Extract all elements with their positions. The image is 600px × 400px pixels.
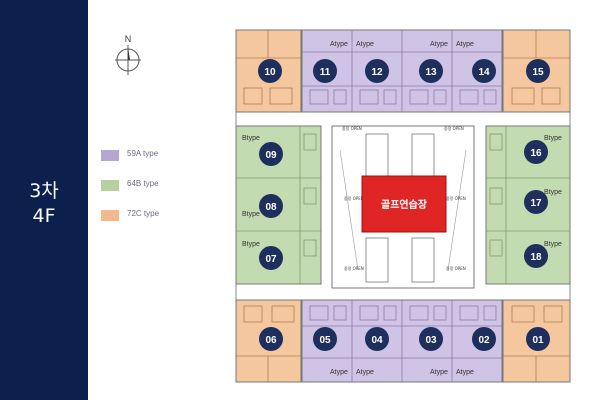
floor-label: 4F <box>32 205 56 227</box>
svg-text:10: 10 <box>264 67 276 78</box>
bottom-partitions <box>302 300 502 382</box>
type-label: Btype <box>544 135 562 142</box>
stair-core-bottom-right <box>411 237 435 283</box>
legend-label-72c: 72C type <box>127 209 160 218</box>
left-partitions <box>236 126 321 284</box>
compass-n-label: N <box>125 34 132 44</box>
svg-text:07: 07 <box>265 254 277 265</box>
svg-text:12: 12 <box>371 67 383 78</box>
type-label: Btype <box>242 241 260 248</box>
sidebar-panel: 3차 4F <box>0 0 88 400</box>
svg-text:16: 16 <box>530 148 542 159</box>
type-label: Atype <box>456 41 474 48</box>
open-label-left: 중정 OPEN <box>344 195 364 201</box>
legend-label-59a: 59A type <box>127 149 159 158</box>
type-label: Atype <box>356 41 374 48</box>
north-compass-icon: N <box>115 34 141 75</box>
open-label-right: 중정 OPEN <box>446 195 466 201</box>
open-label-bottom-right: 중정 OPEN <box>446 265 466 271</box>
type-label: Atype <box>456 369 474 376</box>
unit-badge-18[interactable]: 18 <box>524 244 548 268</box>
unit-badge-10[interactable]: 10 <box>258 59 282 83</box>
unit-badge-13[interactable]: 13 <box>419 59 443 83</box>
type-label: Btype <box>242 211 260 218</box>
svg-text:08: 08 <box>265 202 277 213</box>
type-label: Atype <box>430 41 448 48</box>
legend-swatch-orange <box>101 210 119 221</box>
unit-badge-01[interactable]: 01 <box>526 327 550 351</box>
svg-text:17: 17 <box>530 198 542 209</box>
type-label: Btype <box>242 135 260 142</box>
unit-badge-09[interactable]: 09 <box>259 142 283 166</box>
svg-text:06: 06 <box>265 335 277 346</box>
unit-badge-17[interactable]: 17 <box>524 190 548 214</box>
legend-swatch-green <box>101 180 119 191</box>
type-label: Atype <box>330 369 348 376</box>
unit-block-01 <box>502 299 571 383</box>
svg-text:13: 13 <box>425 67 437 78</box>
bottom-corner-partitions <box>236 305 570 382</box>
svg-text:05: 05 <box>319 335 331 346</box>
type-label: Atype <box>430 369 448 376</box>
type-label: Atype <box>330 41 348 48</box>
open-label-bottom-left: 중정 OPEN <box>344 265 364 271</box>
unit-badge-05[interactable]: 05 <box>313 327 337 351</box>
unit-badge-14[interactable]: 14 <box>472 59 496 83</box>
open-label-top: 중정 OPEN <box>342 125 362 131</box>
unit-badge-04[interactable]: 04 <box>365 327 389 351</box>
svg-text:04: 04 <box>371 335 383 346</box>
svg-text:02: 02 <box>478 335 490 346</box>
unit-badge-12[interactable]: 12 <box>365 59 389 83</box>
legend-label-64b: 64B type <box>127 179 159 188</box>
unit-badge-02[interactable]: 02 <box>472 327 496 351</box>
open-label-top-right: 중정 OPEN <box>444 125 464 131</box>
svg-text:01: 01 <box>532 335 544 346</box>
svg-text:03: 03 <box>425 335 437 346</box>
unit-badge-06[interactable]: 06 <box>259 327 283 351</box>
type-label: Btype <box>544 241 562 248</box>
golf-practice-area <box>361 175 447 233</box>
core-line <box>339 149 359 271</box>
core-line <box>447 149 467 271</box>
unit-badge-15[interactable]: 15 <box>526 59 550 83</box>
stair-core-bottom-left <box>365 237 389 283</box>
top-corner-partitions <box>236 30 570 105</box>
legend-swatch-purple <box>101 150 119 161</box>
unit-badge-16[interactable]: 16 <box>524 140 548 164</box>
unit-badge-11[interactable]: 11 <box>313 59 337 83</box>
svg-text:11: 11 <box>320 67 331 78</box>
unit-badge-03[interactable]: 03 <box>419 327 443 351</box>
top-partitions <box>302 30 502 112</box>
type-label: Atype <box>356 369 374 376</box>
svg-text:18: 18 <box>530 252 542 263</box>
svg-text:15: 15 <box>532 67 544 78</box>
building-label: 3차 <box>29 180 59 202</box>
svg-text:14: 14 <box>478 67 490 78</box>
right-partitions <box>486 126 570 284</box>
svg-text:09: 09 <box>265 150 277 161</box>
unit-badge-08[interactable]: 08 <box>259 194 283 218</box>
type-label: Btype <box>544 189 562 196</box>
unit-badge-07[interactable]: 07 <box>259 246 283 270</box>
golf-practice-label: 골프연습장 <box>381 198 428 211</box>
